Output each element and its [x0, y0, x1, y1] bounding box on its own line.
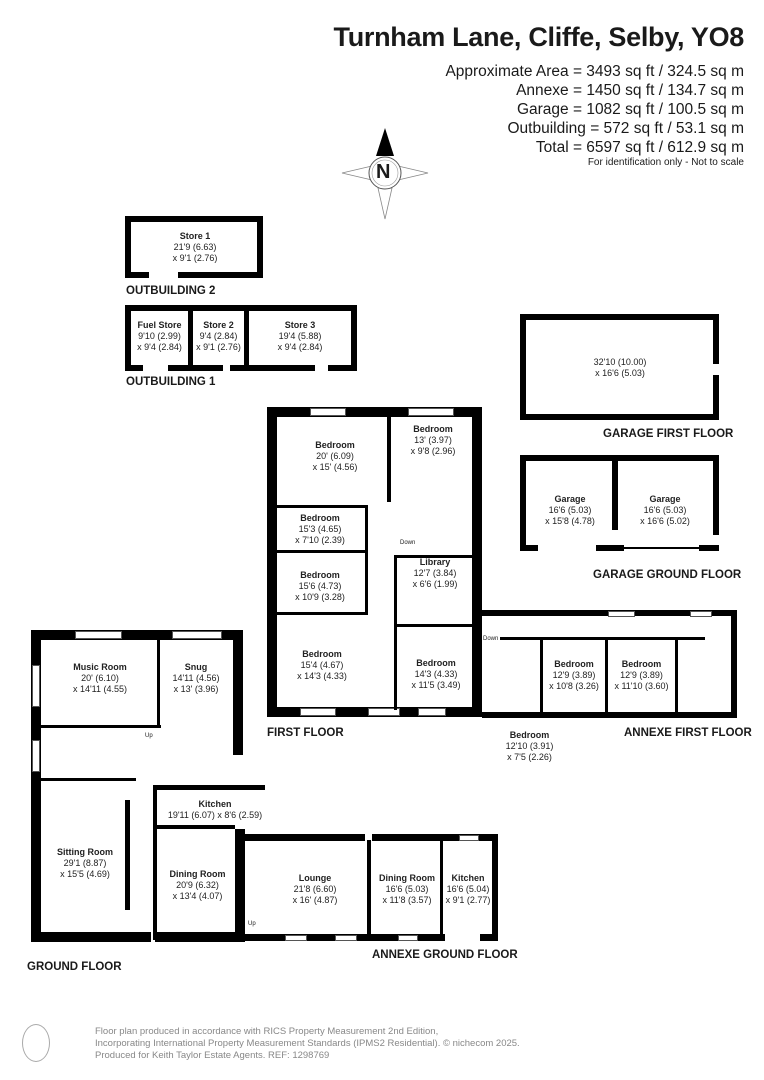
room-store-3: Store 3 19'4 (5.88) x 9'4 (2.84) [277, 320, 323, 352]
room-dining-room: Dining Room 20'9 (6.32) x 13'4 (4.07) [169, 869, 226, 901]
room-bedroom: Bedroom 12'9 (3.89) x 11'10 (3.60) [614, 659, 669, 691]
floor-label: ANNEXE FIRST FLOOR [624, 727, 752, 739]
room-store-1: Store 1 21'9 (6.63) x 9'1 (2.76) [172, 231, 218, 263]
area-line: Annexe = 1450 sq ft / 134.7 sq m [516, 82, 744, 99]
room-bedroom: Bedroom 15'3 (4.65) x 7'10 (2.39) [295, 513, 345, 545]
room-garage-1: Garage 16'6 (5.03) x 15'8 (4.78) [545, 494, 595, 526]
room-kitchen: Kitchen 16'6 (5.04) x 9'1 (2.77) [445, 873, 491, 905]
floor-label: GROUND FLOOR [27, 961, 122, 973]
north-arrow-icon [341, 128, 429, 220]
floor-label: OUTBUILDING 2 [126, 285, 216, 297]
floor-label: GARAGE GROUND FLOOR [593, 569, 742, 581]
room-bedroom: Bedroom 20' (6.09) x 15' (4.56) [312, 440, 358, 472]
room-sitting-room: Sitting Room 29'1 (8.87) x 15'5 (4.69) [57, 847, 113, 879]
floor-label: FIRST FLOOR [267, 727, 344, 739]
area-line: Total = 6597 sq ft / 612.9 sq m [535, 139, 744, 156]
room-kitchen: Kitchen 19'11 (6.07) x 8'6 (2.59) [167, 799, 263, 820]
room-dining-room: Dining Room 16'6 (5.03) x 11'8 (3.57) [379, 873, 435, 905]
room-lounge: Lounge 21'8 (6.60) x 16' (4.87) [292, 873, 338, 905]
stair-up-label: Up [248, 921, 256, 927]
floor-label: GARAGE FIRST FLOOR [603, 428, 734, 440]
room-store-2: Store 2 9'4 (2.84) x 9'1 (2.76) [196, 320, 241, 352]
room-bedroom: Bedroom 13' (3.97) x 9'8 (2.96) [410, 424, 456, 456]
stair-down-label: Down [400, 540, 416, 546]
stair-up-label: Up [145, 733, 153, 739]
room-garage-2: Garage 16'6 (5.03) x 16'6 (5.02) [640, 494, 690, 526]
stair-down-label: Down [483, 636, 499, 642]
room-bedroom: Bedroom 14'3 (4.33) x 11'5 (3.49) [411, 658, 461, 690]
room-garage-first: 32'10 (10.00) x 16'6 (5.03) [593, 357, 647, 378]
floor-label: OUTBUILDING 1 [126, 376, 216, 388]
person-icon [22, 1024, 50, 1062]
room-bedroom: Bedroom 12'9 (3.89) x 10'8 (3.26) [549, 659, 599, 691]
area-line: Approximate Area = 3493 sq ft / 324.5 sq… [445, 63, 744, 80]
footer-line: Produced for Keith Taylor Estate Agents.… [95, 1050, 330, 1061]
area-line: Outbuilding = 572 sq ft / 53.1 sq m [507, 120, 744, 137]
property-title: Turnham Lane, Cliffe, Selby, YO8 [333, 22, 745, 52]
room-library: Library 12'7 (3.84) x 6'6 (1.99) [412, 557, 458, 589]
area-line: Garage = 1082 sq ft / 100.5 sq m [516, 101, 744, 118]
room-snug: Snug 14'11 (4.56) x 13' (3.96) [172, 662, 220, 694]
room-bedroom: Bedroom 15'6 (4.73) x 10'9 (3.28) [295, 570, 345, 602]
room-music-room: Music Room 20' (6.10) x 14'11 (4.55) [72, 662, 128, 694]
room-bedroom: Bedroom 15'4 (4.67) x 14'3 (4.33) [297, 649, 347, 681]
compass: N [340, 126, 430, 221]
floor-label: ANNEXE GROUND FLOOR [372, 949, 518, 961]
room-bedroom: Bedroom 12'10 (3.91) x 7'5 (2.26) [505, 730, 554, 762]
scale-note: For identification only - Not to scale [587, 157, 744, 168]
footer-line: Floor plan produced in accordance with R… [95, 1026, 439, 1037]
footer-line: Incorporating International Property Mea… [95, 1038, 520, 1049]
footer-text: Floor plan produced in accordance with R… [95, 1026, 520, 1062]
room-fuel-store: Fuel Store 9'10 (2.99) x 9'4 (2.84) [137, 320, 182, 352]
compass-n: N [376, 161, 391, 183]
area-summary: Approximate Area = 3493 sq ft / 324.5 sq… [445, 62, 744, 157]
